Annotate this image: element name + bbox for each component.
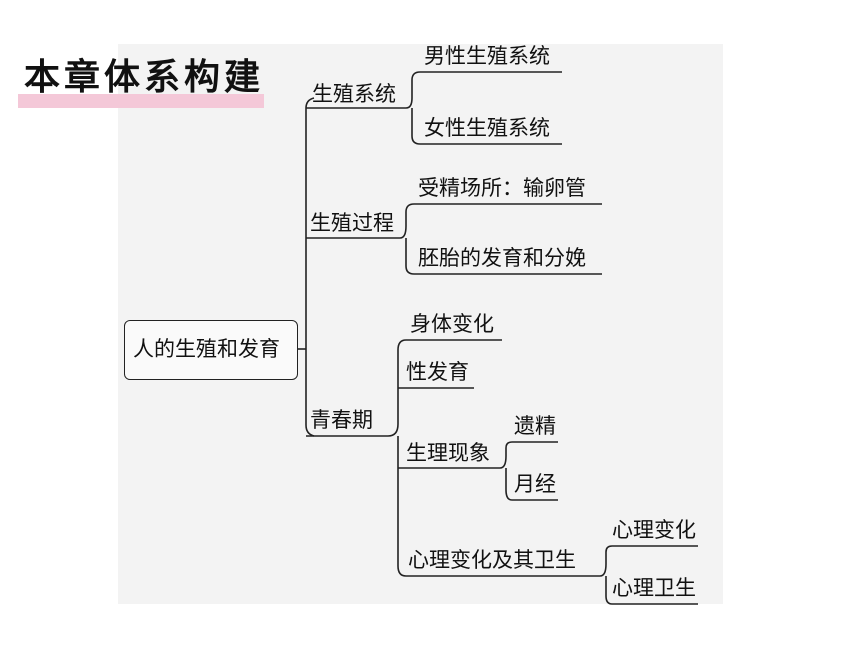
leaf-spermatorrhea: 遗精 xyxy=(514,414,556,438)
leaf-fertilization-site: 受精场所：输卵管 xyxy=(418,176,586,200)
main-trunk xyxy=(305,97,315,437)
title-highlight-bar xyxy=(18,94,264,108)
leaf-psychological-hygiene: 心理卫生 xyxy=(612,576,696,600)
leaf-sexual-development: 性发育 xyxy=(406,360,469,384)
root-node-box xyxy=(124,320,298,380)
leaf-body-changes: 身体变化 xyxy=(410,312,494,336)
leaf-menstruation: 月经 xyxy=(514,472,556,496)
bracket-5 xyxy=(599,545,613,605)
bracket-1 xyxy=(405,71,421,145)
branch-reproductive-process: 生殖过程 xyxy=(310,211,394,235)
leaf-physiological-phenomena: 生理现象 xyxy=(406,441,490,465)
leaf-embryo-development: 胚胎的发育和分娩 xyxy=(418,246,586,270)
page-title: 本章体系构建 xyxy=(24,57,265,98)
leaf-psychological-changes-hygiene: 心理变化及其卫生 xyxy=(408,548,576,572)
leaf-psychological-changes: 心理变化 xyxy=(612,518,696,542)
branch-puberty: 青春期 xyxy=(310,408,373,432)
leaf-female-reproductive-system: 女性生殖系统 xyxy=(424,116,550,140)
bracket-4 xyxy=(499,441,513,501)
bracket-2 xyxy=(399,203,415,275)
root-node-label: 人的生殖和发育 xyxy=(133,337,280,361)
bracket-3 xyxy=(387,339,407,577)
branch-reproductive-system: 生殖系统 xyxy=(312,82,396,106)
leaf-male-reproductive-system: 男性生殖系统 xyxy=(424,44,550,68)
